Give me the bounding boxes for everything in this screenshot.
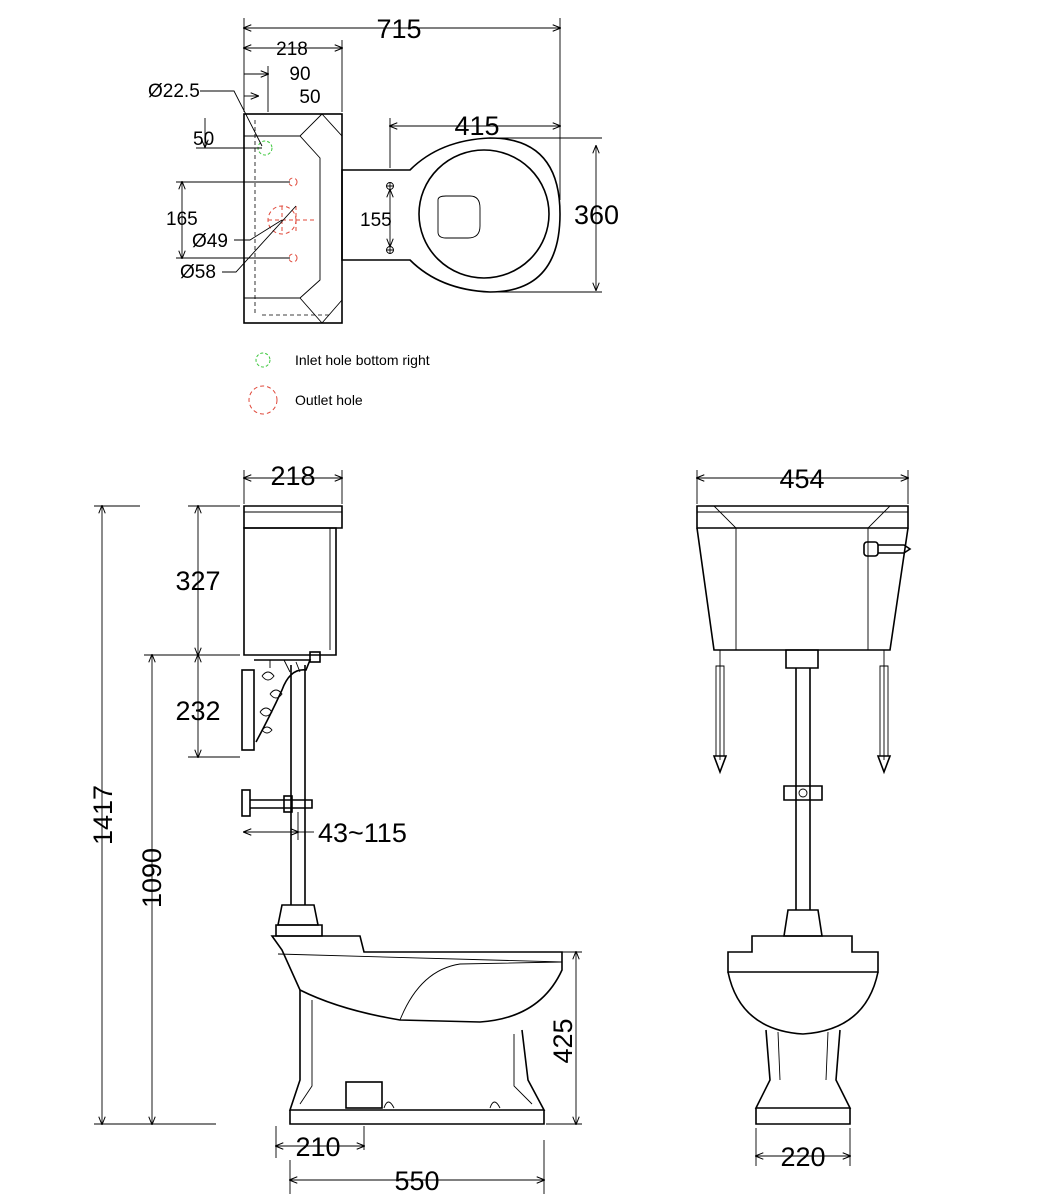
cistern-plan (243, 113, 343, 324)
wall-clip-side (241, 789, 313, 817)
legend-inlet-swatch (255, 352, 271, 368)
dim-pan-length: 415 (454, 111, 499, 141)
legend: Inlet hole bottom right Outlet hole (248, 352, 430, 415)
pan-side (270, 935, 563, 1125)
dim-inlet-offset: 90 (289, 64, 310, 85)
dim-cistern-width: 454 (779, 464, 824, 494)
pan-plan (341, 137, 561, 293)
legend-outlet-swatch (248, 385, 278, 415)
front-view: 454 220 (696, 464, 912, 1172)
chain-right (876, 650, 892, 775)
dim-pedestal-width: 220 (780, 1142, 825, 1172)
dim-wall-offset: 43~115 (318, 818, 407, 848)
dim-pan-width: 360 (574, 200, 619, 230)
bracket-side (241, 651, 321, 751)
legend-outlet-label: Outlet hole (295, 392, 363, 408)
legend-inlet-label: Inlet hole bottom right (295, 352, 430, 368)
dim-hole-offset: 50 (299, 87, 320, 108)
dim-fixing-spacing: 155 (360, 210, 392, 231)
dim-outlet-outer: Ø58 (180, 262, 216, 283)
cistern-side (243, 505, 343, 656)
dim-pan-height: 425 (548, 1018, 578, 1063)
dim-cistern-depth-plan: 218 (276, 39, 308, 60)
top-view: 715 218 90 50 Ø22.5 50 165 Ø49 Ø58 415 (148, 14, 619, 324)
dim-cistern-height: 327 (175, 566, 220, 596)
dim-overall-width: 715 (376, 14, 421, 44)
dim-hole-spacing: 165 (166, 209, 198, 230)
dim-hole-from-top: 50 (193, 129, 214, 150)
dim-bracket-height: 232 (175, 696, 220, 726)
chain-left (712, 650, 728, 775)
cistern-front (696, 505, 912, 651)
dim-pan-projection: 550 (394, 1166, 439, 1196)
dim-cistern-base-height: 1090 (137, 848, 167, 908)
side-view: 218 327 232 1417 1090 43~115 425 210 (88, 461, 582, 1196)
dim-pan-outlet-offset: 210 (295, 1132, 340, 1162)
dim-cistern-depth-side: 218 (270, 461, 315, 491)
pan-front (727, 935, 879, 1125)
dim-outlet-inner: Ø49 (192, 231, 228, 252)
dim-overall-height: 1417 (88, 785, 118, 845)
dim-inlet-diameter: Ø22.5 (148, 81, 200, 102)
